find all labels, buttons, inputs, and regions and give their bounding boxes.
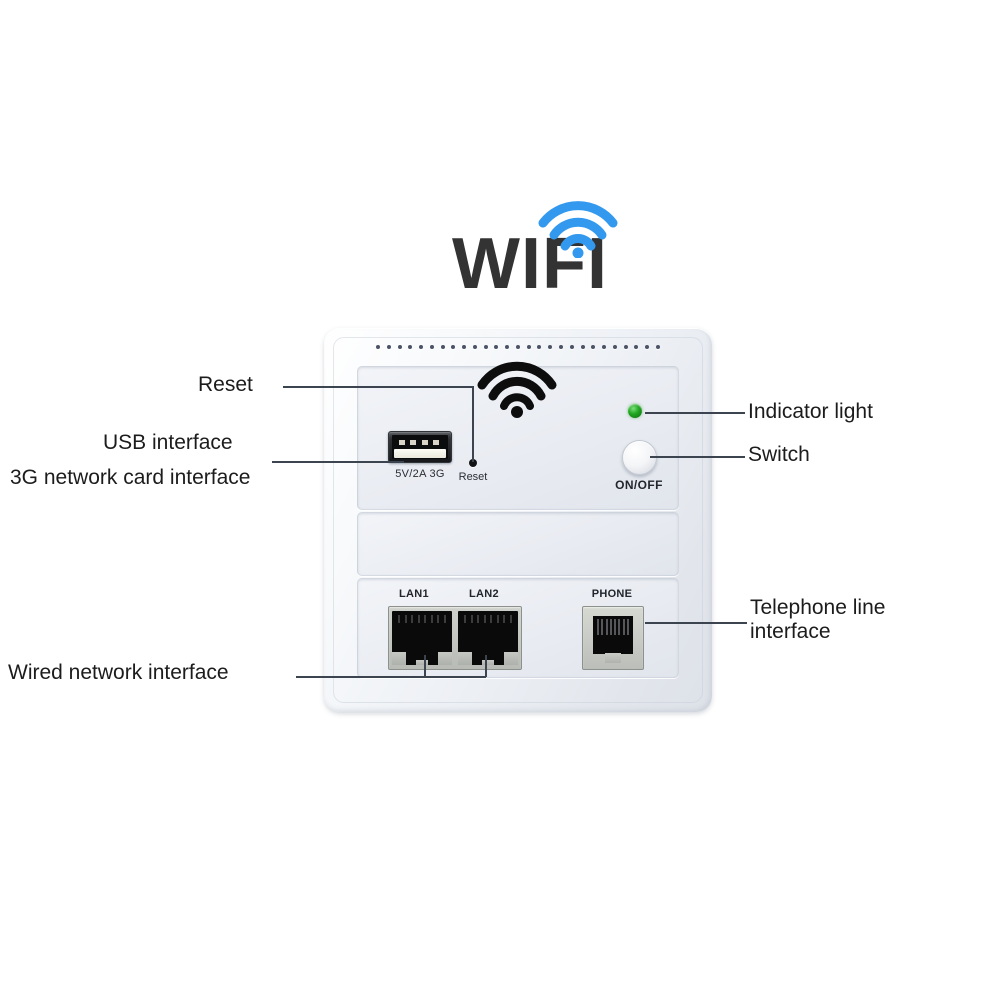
vent-dot — [419, 345, 424, 349]
callout-indicator-light: Indicator light — [748, 400, 873, 423]
vent-dot — [602, 345, 607, 349]
phone-port-label: PHONE — [591, 588, 633, 600]
vent-dot — [515, 345, 520, 349]
vent-dot — [645, 345, 650, 349]
leader-line-reset-drop — [472, 386, 474, 462]
vent-slot-strip — [376, 341, 660, 353]
callout-3g-network-card: 3G network card interface — [10, 466, 251, 489]
rj45-pins — [464, 615, 512, 623]
wifi-signal-icon — [477, 361, 557, 418]
callout-usb-interface: USB interface — [103, 431, 233, 454]
reset-label: Reset — [458, 471, 488, 483]
leader-line-wired — [296, 676, 486, 678]
callout-reset: Reset — [198, 373, 253, 396]
leader-line-telephone — [645, 622, 747, 624]
vent-dot — [483, 345, 488, 349]
rj45-shoulder-left — [392, 652, 406, 665]
vent-dot — [462, 345, 467, 349]
vent-dot — [472, 345, 477, 349]
vent-dot — [440, 345, 445, 349]
wifi-logo: WIFI — [440, 196, 640, 308]
usb-pins — [399, 440, 439, 445]
rj45-pins — [398, 615, 446, 623]
wifi-signal-icon — [538, 201, 618, 258]
lan-port-housing — [388, 606, 522, 670]
leader-line-switch — [650, 456, 745, 458]
callout-wired-network: Wired network interface — [8, 661, 229, 684]
leader-line-usb — [272, 461, 404, 463]
rj45-port-lan2[interactable] — [458, 611, 518, 665]
vent-dot — [451, 345, 456, 349]
rj45-shoulder-right — [438, 652, 452, 665]
usb-rating-label: 5V/2A 3G — [395, 468, 445, 480]
device-faceplate: 5V/2A 3G Reset ON/OFF LAN1 LAN2 — [324, 328, 712, 712]
led-indicator-icon — [628, 404, 642, 418]
lan1-label: LAN1 — [399, 588, 429, 600]
vent-dot — [376, 345, 380, 349]
callout-telephone-line-interface: Telephone line interface — [750, 596, 886, 643]
rj45-shoulder-left — [458, 652, 472, 665]
rj11-pins — [597, 619, 629, 635]
lan2-label: LAN2 — [469, 588, 499, 600]
vent-dot — [580, 345, 585, 349]
middle-recessed-panel — [357, 512, 679, 576]
usb-port[interactable] — [388, 431, 452, 463]
vent-dot — [494, 345, 499, 349]
rj45-port-lan1[interactable] — [392, 611, 452, 665]
vent-dot — [634, 345, 639, 349]
vent-dot — [386, 345, 391, 349]
vent-dot — [548, 345, 553, 349]
vent-dot — [397, 345, 402, 349]
vent-dot — [623, 345, 628, 349]
vent-dot — [655, 345, 660, 349]
power-button-label: ON/OFF — [615, 478, 663, 492]
leader-line-wired-lan2 — [485, 655, 487, 677]
reset-pinhole-icon[interactable] — [469, 459, 477, 467]
rj45-key-tab — [416, 660, 428, 665]
vent-dot — [505, 345, 510, 349]
rj11-phone-port[interactable] — [582, 606, 644, 670]
vent-dot — [408, 345, 413, 349]
vent-dot — [591, 345, 596, 349]
vent-dot — [559, 345, 564, 349]
vent-dot — [429, 345, 434, 349]
rj45-key-tab — [482, 660, 494, 665]
rj45-shoulder-right — [504, 652, 518, 665]
callout-switch: Switch — [748, 443, 810, 466]
usb-contact-block — [394, 449, 446, 458]
vent-dot — [537, 345, 542, 349]
rj11-key-notch — [605, 653, 621, 663]
vent-dot — [569, 345, 574, 349]
vent-dot — [612, 345, 617, 349]
leader-line-wired-lan1 — [424, 655, 426, 677]
leader-line-indicator — [645, 412, 745, 414]
leader-line-reset — [283, 386, 473, 388]
rj11-cavity — [593, 616, 633, 654]
vent-dot — [526, 345, 531, 349]
